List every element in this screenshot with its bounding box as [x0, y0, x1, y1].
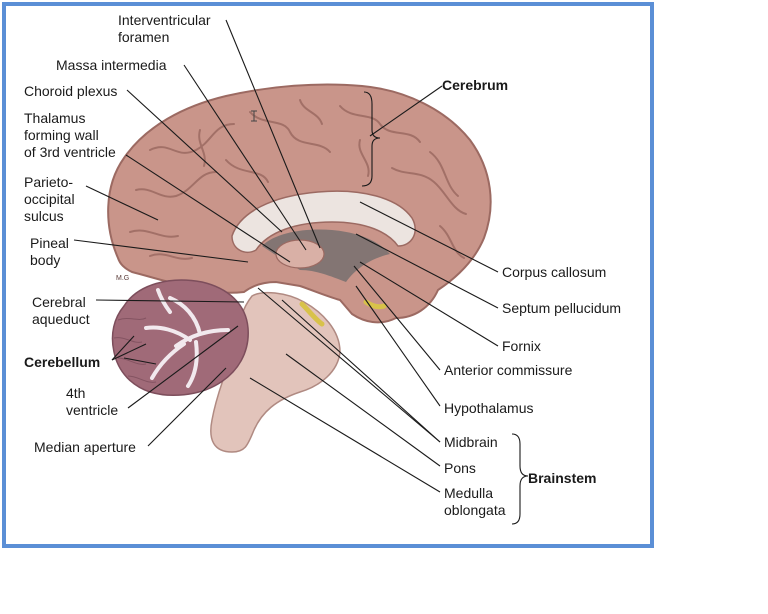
label-massa-intermedia: Massa intermedia [56, 57, 167, 73]
leader-pons [285, 353, 441, 467]
label-choroid-plexus: Choroid plexus [24, 83, 118, 99]
label-pons: Pons [444, 460, 476, 476]
artist-mark-logo: M.G [116, 275, 129, 282]
yellow-structure-left [299, 301, 325, 327]
leader-fornix [359, 261, 499, 347]
thalamus-shape [275, 239, 325, 269]
leader-corpus [359, 201, 499, 273]
leader-choroid [126, 89, 283, 233]
leader-fourth [127, 325, 239, 409]
leader-septum [355, 233, 499, 309]
leader-parieto [85, 185, 159, 221]
leader-cerebellum-c [123, 357, 157, 365]
leader-cerebellum-b [111, 343, 147, 361]
leader-midbrain-a [281, 299, 441, 443]
label-anterior-commissure: Anterior commissure [444, 362, 573, 378]
label-septum-pellucidum: Septum pellucidum [502, 300, 622, 316]
leader-massa [183, 64, 307, 251]
leader-lines [73, 19, 529, 525]
leader-anterior [353, 265, 441, 371]
cerebrum-brace [361, 91, 381, 187]
leader-hypothalamus [355, 285, 441, 407]
arbor-vitae [144, 288, 230, 388]
label-hypothalamus: Hypothalamus [444, 400, 534, 416]
label-brainstem: Brainstem [528, 470, 597, 486]
leader-cerebellum-a [111, 335, 135, 361]
leader-cerebrum [369, 85, 443, 137]
cursor-ibeam-icon [251, 110, 257, 122]
leader-pineal [73, 239, 249, 263]
label-corpus-callosum: Corpus callosum [502, 264, 607, 280]
gyri-lines [129, 99, 467, 260]
leader-thalamus [125, 154, 291, 263]
label-cerebrum: Cerebrum [442, 77, 509, 93]
label-midbrain: Midbrain [444, 434, 498, 450]
cerebellum-shape [111, 279, 249, 397]
label-fornix: Fornix [502, 338, 541, 354]
leader-aqueduct [95, 299, 245, 303]
leader-interventricular [225, 19, 321, 249]
brainstem-brace [511, 433, 529, 525]
cerebellum-folia [113, 317, 157, 383]
leader-midbrain-b [257, 287, 441, 443]
label-cerebellum: Cerebellum [24, 354, 101, 370]
leader-median [147, 367, 227, 447]
leader-medulla [249, 377, 441, 493]
label-median-aperture: Median aperture [34, 439, 136, 455]
